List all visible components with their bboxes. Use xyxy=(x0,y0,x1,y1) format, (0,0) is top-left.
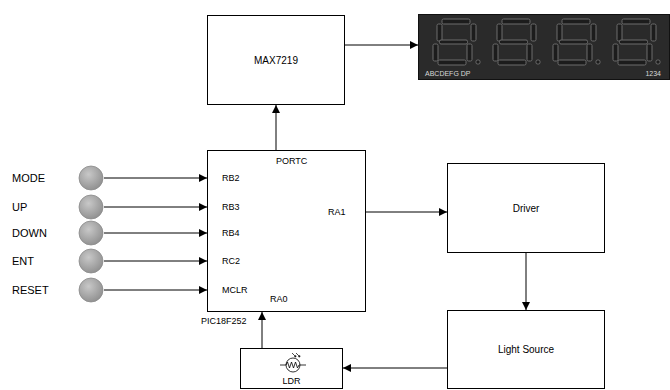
pin-label: RA1 xyxy=(328,207,346,217)
pin-label: RA0 xyxy=(270,294,288,304)
button-symbol xyxy=(78,194,104,220)
pin-label: MCLR xyxy=(222,285,248,295)
signal-arrow xyxy=(104,178,207,179)
seven-segment-display: ABCDEFG DP 1234 xyxy=(418,14,670,80)
box-label: Driver xyxy=(513,203,540,214)
signal-arrow xyxy=(276,105,277,150)
process-box: Driver xyxy=(447,163,605,253)
push-button: RESET xyxy=(8,277,104,303)
pin-legend: 1234 xyxy=(645,70,661,77)
pin-label: RC2 xyxy=(222,256,240,266)
button-symbol xyxy=(78,248,104,274)
button-symbol xyxy=(78,277,104,303)
box-label: Light Source xyxy=(498,344,554,355)
button-symbol xyxy=(78,220,104,246)
box-label: MAX7219 xyxy=(254,55,298,66)
button-label: MODE xyxy=(8,172,45,184)
port-label: PORTC xyxy=(276,156,307,166)
button-label: ENT xyxy=(8,255,34,267)
signal-arrow xyxy=(526,253,527,310)
pin-label: RB4 xyxy=(222,228,240,238)
signal-arrow xyxy=(366,212,447,213)
button-label: UP xyxy=(8,201,27,213)
sensor-box: LDR xyxy=(240,348,343,389)
signal-arrow xyxy=(345,45,418,46)
push-button: MODE xyxy=(8,165,104,191)
pin-label: RB3 xyxy=(222,202,240,212)
push-button: DOWN xyxy=(8,220,104,246)
push-button: UP xyxy=(8,194,104,220)
button-label: RESET xyxy=(8,284,49,296)
push-button: ENT xyxy=(8,248,104,274)
signal-arrow xyxy=(104,233,207,234)
chip-box: MAX7219 xyxy=(207,15,345,105)
pin-legend: ABCDEFG DP xyxy=(425,70,471,77)
part-number: PIC18F252 xyxy=(201,316,247,326)
box-label: LDR xyxy=(282,376,300,386)
signal-arrow xyxy=(104,290,207,291)
signal-arrow xyxy=(104,207,207,208)
process-box: Light Source xyxy=(447,310,605,389)
signal-arrow xyxy=(262,312,263,348)
button-label: DOWN xyxy=(8,227,47,239)
pin-label: RB2 xyxy=(222,173,240,183)
signal-arrow xyxy=(343,368,447,369)
button-symbol xyxy=(78,165,104,191)
signal-arrow xyxy=(104,261,207,262)
ldr-symbol xyxy=(278,351,308,375)
microcontroller-box: PORTCRB2RB3RB4RC2MCLRRA1RA0PIC18F252 xyxy=(207,150,366,312)
